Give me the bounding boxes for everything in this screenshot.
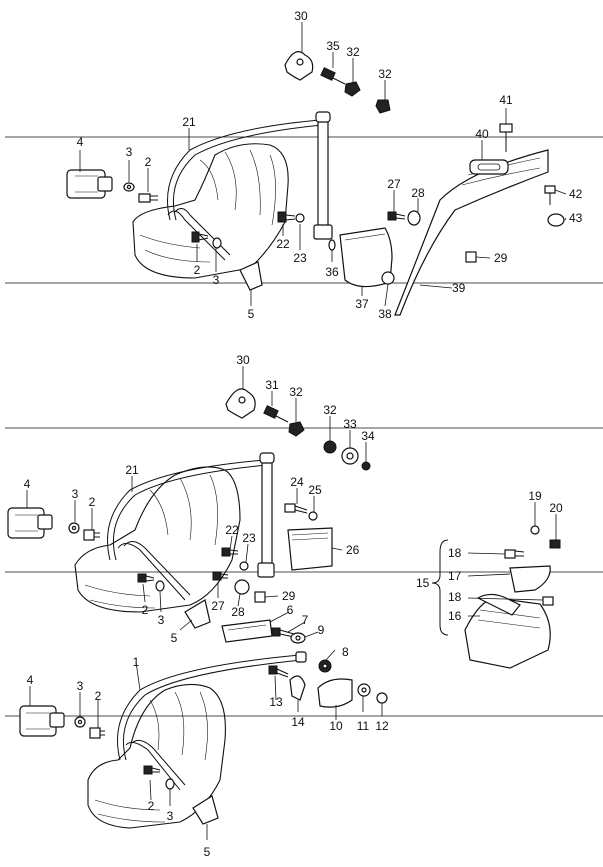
callout-top-19: 3 xyxy=(213,273,220,287)
callout-middle-24: 27 xyxy=(211,599,225,613)
callout-top-5: 4 xyxy=(77,135,84,149)
callout-bottom-9: 12 xyxy=(375,719,389,733)
callout-middle-10: 24 xyxy=(290,475,304,489)
callout-top-18: 2 xyxy=(194,263,201,277)
callout-middle-17: 18 xyxy=(448,546,462,560)
callout-top-13: 43 xyxy=(569,211,583,225)
callout-bottom-1: 8 xyxy=(342,645,349,659)
callout-bottom-10: 2 xyxy=(148,799,155,813)
callout-middle-9: 2 xyxy=(89,495,96,509)
callout-middle-26: 29 xyxy=(282,589,296,603)
callout-middle-14: 22 xyxy=(225,523,239,537)
callout-middle-3: 32 xyxy=(323,403,337,417)
callout-bottom-2: 4 xyxy=(27,673,34,687)
middle-assembly: 30 31 32 32 33 34 21 4 3 2 24 25 19 20 2… xyxy=(7,353,563,669)
callout-middle-23: 3 xyxy=(158,613,165,627)
callout-bottom-6: 14 xyxy=(291,715,305,729)
callout-top-4: 21 xyxy=(182,115,196,129)
callout-middle-5: 34 xyxy=(361,429,375,443)
callout-top-17: 29 xyxy=(494,251,508,265)
callout-bottom-8: 11 xyxy=(357,719,370,733)
callout-middle-2: 32 xyxy=(289,385,303,399)
callout-middle-0: 30 xyxy=(236,353,250,367)
callout-middle-30: 5 xyxy=(171,631,178,645)
callout-bottom-7: 10 xyxy=(329,719,343,733)
callout-bottom-11: 3 xyxy=(167,809,174,823)
callout-middle-18: 15 xyxy=(416,576,430,590)
callout-top-1: 35 xyxy=(326,39,340,53)
callout-middle-16: 26 xyxy=(346,543,360,557)
callout-middle-28: 7 xyxy=(302,613,309,627)
buckle-4 xyxy=(66,169,113,199)
bottom-assembly: 1 8 4 3 2 13 14 10 11 12 2 3 5 xyxy=(19,645,389,859)
callout-middle-29: 9 xyxy=(318,623,325,637)
callout-middle-25: 28 xyxy=(231,605,245,619)
callout-top-15: 23 xyxy=(293,251,307,265)
callout-top-8: 41 xyxy=(499,93,513,107)
callout-middle-1: 31 xyxy=(265,378,279,392)
callout-middle-11: 25 xyxy=(308,483,322,497)
callout-middle-7: 4 xyxy=(24,477,31,491)
callout-bottom-4: 2 xyxy=(95,689,102,703)
callout-middle-21: 16 xyxy=(448,609,462,623)
callout-middle-8: 3 xyxy=(72,487,79,501)
callout-middle-22: 2 xyxy=(142,603,149,617)
callout-top-21: 37 xyxy=(355,297,369,311)
callout-bottom-5: 13 xyxy=(269,695,283,709)
callout-top-20: 5 xyxy=(248,307,255,321)
callout-top-22: 38 xyxy=(378,307,392,321)
callout-middle-20: 18 xyxy=(448,590,462,604)
callout-middle-6: 21 xyxy=(125,463,139,477)
callout-top-11: 28 xyxy=(411,186,425,200)
callout-top-12: 42 xyxy=(569,187,583,201)
callout-top-14: 22 xyxy=(276,237,290,251)
callout-top-23: 39 xyxy=(452,281,466,295)
callout-top-3: 32 xyxy=(378,67,392,81)
belt-21 xyxy=(167,119,321,221)
callout-middle-12: 19 xyxy=(528,489,542,503)
callout-bottom-12: 5 xyxy=(204,845,211,859)
callout-top-9: 40 xyxy=(475,127,489,141)
callout-top-0: 30 xyxy=(294,9,308,23)
callout-top-6: 3 xyxy=(126,145,133,159)
callout-bottom-0: 1 xyxy=(133,655,140,669)
callout-middle-19: 17 xyxy=(448,569,462,583)
callout-middle-13: 20 xyxy=(549,501,563,515)
callout-top-16: 36 xyxy=(325,265,339,279)
callout-top-10: 27 xyxy=(387,177,401,191)
callout-bottom-3: 3 xyxy=(77,679,84,693)
callout-middle-15: 23 xyxy=(242,531,256,545)
top-assembly: 30 35 32 32 21 4 3 2 41 40 27 28 42 43 2… xyxy=(66,9,583,321)
callout-top-7: 2 xyxy=(145,155,152,169)
callout-top-2: 32 xyxy=(346,45,360,59)
callout-middle-27: 6 xyxy=(287,603,294,617)
callout-middle-4: 33 xyxy=(343,417,357,431)
